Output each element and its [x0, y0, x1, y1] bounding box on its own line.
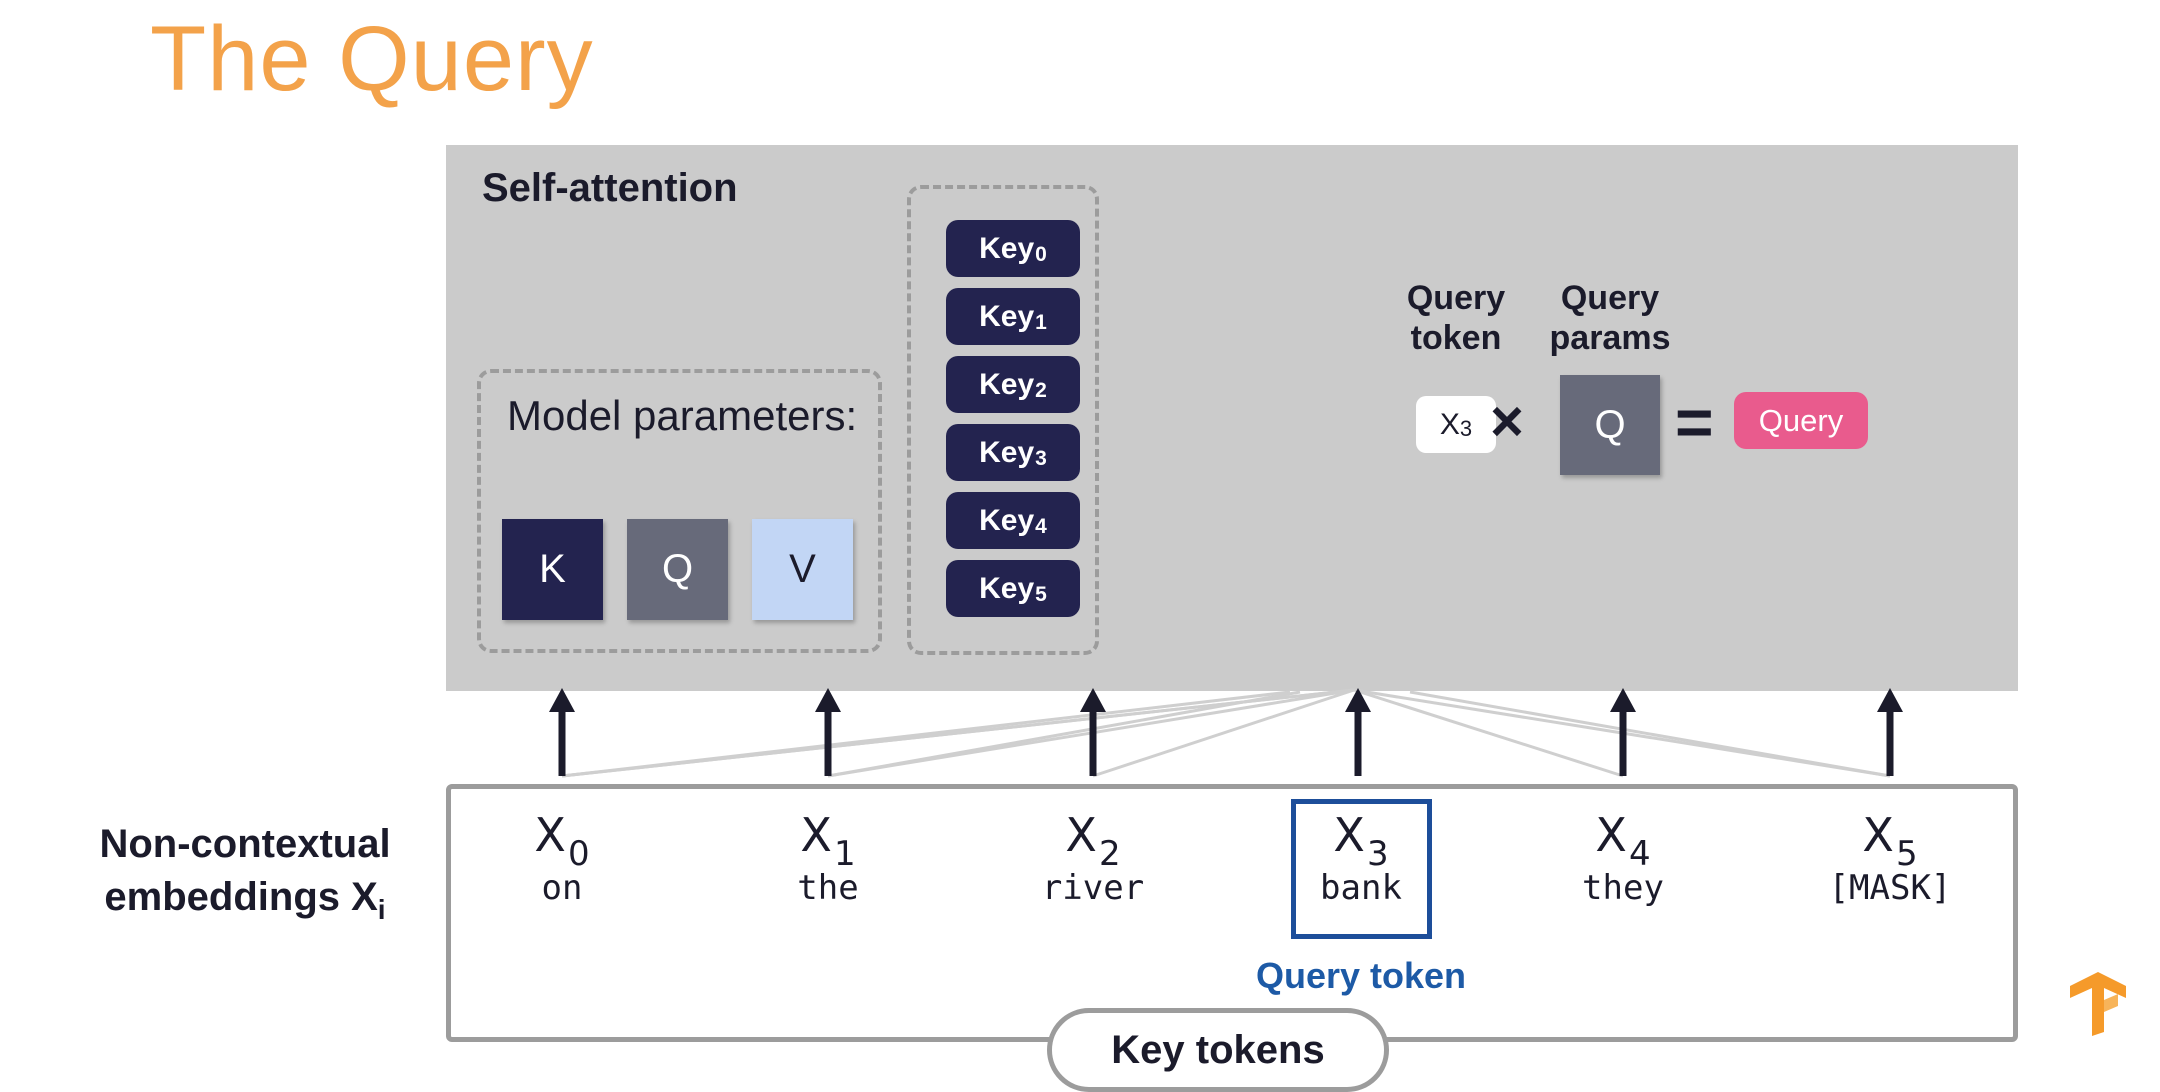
param-v: V — [752, 519, 853, 620]
token-4-symbol: X — [1595, 808, 1627, 862]
token-1-symbol: X — [800, 808, 832, 862]
key-5-label: Key — [979, 571, 1035, 605]
query-params-heading: Query params — [1520, 278, 1700, 358]
token-0: X0 on — [492, 808, 632, 908]
token-0-symbol-wrap: X0 — [492, 808, 632, 874]
token-4-symbol-wrap: X4 — [1553, 808, 1693, 874]
token-0-symbol: X — [534, 808, 566, 862]
model-parameters-box — [477, 369, 882, 653]
key-5-sub: 5 — [1035, 582, 1047, 606]
token-1-word: the — [797, 868, 859, 908]
token-1-sub: 1 — [833, 834, 856, 875]
key-1-label: Key — [979, 299, 1035, 333]
token-3: X3 bank — [1291, 808, 1431, 908]
key-4-sub: 4 — [1035, 514, 1047, 538]
equation-token-sub: 3 — [1459, 415, 1473, 441]
token-2-symbol-wrap: X2 — [1023, 808, 1163, 874]
token-0-word: on — [541, 868, 583, 908]
key-0-label: Key — [979, 231, 1035, 265]
query-token-heading: Query token — [1376, 278, 1536, 358]
model-parameters-title: Model parameters: — [507, 392, 858, 439]
key-3-sub: 3 — [1035, 446, 1047, 470]
embeddings-label-line2: embeddings X — [104, 875, 378, 919]
key-3-label: Key — [979, 435, 1035, 469]
token-0-sub: 0 — [567, 834, 590, 875]
equation-token-symbol: X — [1439, 407, 1460, 441]
embeddings-label: Non-contextual embeddings Xi — [90, 818, 400, 936]
keys-box — [907, 185, 1099, 655]
key-2-sub: 2 — [1035, 378, 1047, 402]
token-5-symbol: X — [1862, 808, 1894, 862]
token-5: X5 [MASK] — [1810, 808, 1970, 908]
token-3-symbol: X — [1333, 808, 1365, 862]
token-2-word: river — [1041, 868, 1145, 908]
embeddings-label-sub: i — [377, 894, 386, 925]
key-2-label: Key — [979, 367, 1035, 401]
param-q: Q — [627, 519, 728, 620]
token-3-word: bank — [1320, 868, 1402, 908]
query-params-heading-line1: Query — [1560, 279, 1660, 317]
token-5-sub: 5 — [1895, 834, 1918, 875]
token-2-symbol: X — [1065, 808, 1097, 862]
page-title: The Query — [150, 8, 594, 110]
query-token-heading-line2: token — [1410, 319, 1502, 357]
self-attention-title: Self-attention — [482, 166, 738, 210]
query-result: Query — [1734, 392, 1868, 449]
token-2-sub: 2 — [1098, 834, 1121, 875]
token-row — [446, 784, 2018, 1042]
key-1-sub: 1 — [1035, 310, 1047, 334]
token-4-sub: 4 — [1628, 834, 1651, 875]
token-1-symbol-wrap: X1 — [758, 808, 898, 874]
query-token-label: Query token — [1255, 955, 1467, 996]
key-0-sub: 0 — [1035, 242, 1047, 266]
equation-query-params: Q — [1560, 375, 1660, 475]
query-token-highlight — [1291, 799, 1432, 939]
token-1: X1 the — [758, 808, 898, 908]
token-4-word: they — [1582, 868, 1664, 908]
embeddings-label-line2-wrap: embeddings Xi — [90, 871, 400, 936]
times-operator: × — [1490, 389, 1524, 454]
query-token-heading-line1: Query — [1406, 279, 1506, 317]
token-5-word: [MASK] — [1828, 868, 1952, 908]
param-k: K — [502, 519, 603, 620]
token-3-sub: 3 — [1366, 834, 1389, 875]
key-4-label: Key — [979, 503, 1035, 537]
token-4: X4 they — [1553, 808, 1693, 908]
equals-operator: = — [1675, 385, 1714, 459]
query-params-heading-line2: params — [1549, 319, 1671, 357]
embeddings-label-line1: Non-contextual — [99, 822, 391, 866]
token-5-symbol-wrap: X5 — [1810, 808, 1970, 874]
tensorflow-logo-icon — [2070, 972, 2126, 1036]
token-2: X2 river — [1023, 808, 1163, 908]
token-3-symbol-wrap: X3 — [1291, 808, 1431, 874]
key-tokens-label: Key tokens — [1047, 1008, 1389, 1092]
